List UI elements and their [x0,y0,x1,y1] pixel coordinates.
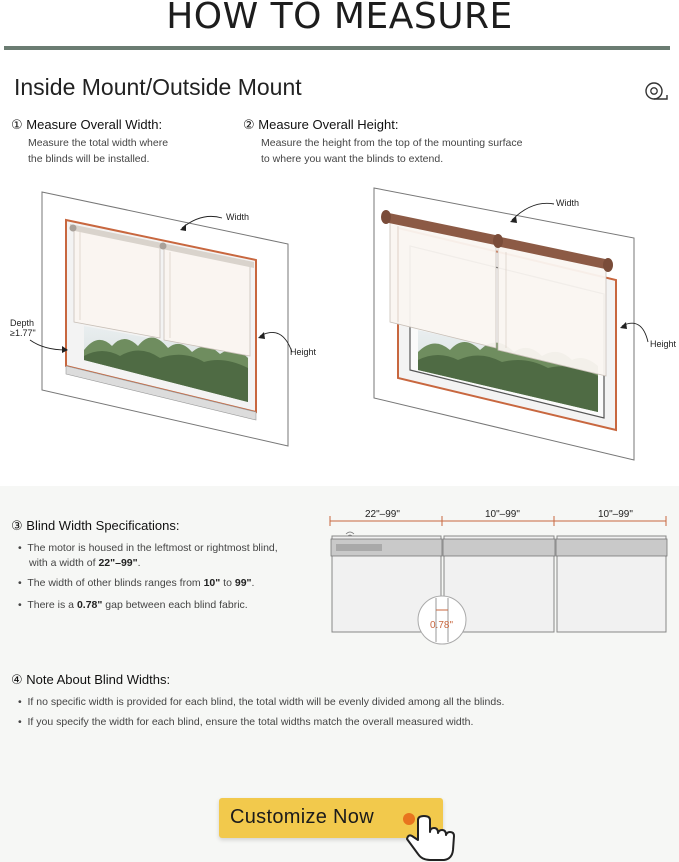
note-text: If no specific width is provided for eac… [27,696,505,708]
hand-cursor-icon [403,813,455,861]
step-2-number: ② [243,117,255,132]
outside-mount-diagram [373,187,649,461]
spec-bullet: • The motor is housed in the leftmost or… [18,542,278,554]
width-specs-title: Blind Width Specifications: [26,518,180,533]
step-1-heading: ① Measure Overall Width: [11,117,162,133]
gap-label: 0.78" [430,620,454,631]
spec-value: 0.78" [76,599,103,611]
depth-label: Depth [10,318,35,328]
step-2-line: to where you want the blinds to extend. [261,152,444,165]
spec-text: to [220,577,235,589]
outside-width-label: Width [556,198,580,208]
step-2-title: Measure Overall Height: [258,117,399,132]
inside-height-label: Height [290,347,317,357]
range-label-1: 22"–99" [365,509,400,520]
step-1-line: the blinds will be installed. [28,152,150,165]
spec-text: The motor is housed in the leftmost or r… [27,542,278,554]
tape-measure-icon [645,82,668,100]
page-title: HOW TO MEASURE [166,0,513,37]
spec-text: . [251,577,255,589]
range-label-2: 10"–99" [485,509,520,520]
step-3-number: ③ [11,518,23,533]
inside-mount-diagram [29,191,293,447]
spec-text: with a width of [29,557,99,569]
depth-value: ≥1.77" [10,328,36,338]
section-title: Inside Mount/Outside Mount [14,74,302,100]
step-1-number: ① [11,117,23,132]
spec-bullet-continuation: with a width of 22"–99". [29,557,141,569]
step-2-line: Measure the height from the top of the m… [261,137,523,149]
step-1-body: Measure the total width where the blinds… [28,136,168,167]
spec-value: 99" [234,577,252,589]
blind-width-diagram [329,516,668,645]
step-1-title: Measure Overall Width: [26,117,163,132]
spec-text: . [137,557,141,569]
spec-bullet: • The width of other blinds ranges from … [18,577,255,589]
inside-width-label: Width [226,212,250,222]
note-bullet: • If you specify the width for each blin… [18,716,474,728]
step-1-line: Measure the total width where [28,137,169,149]
note-text: If you specify the width for each blind,… [27,716,474,728]
outside-height-label: Height [650,339,677,349]
spec-value: 10" [203,577,221,589]
customize-now-label: Customize Now [230,806,374,828]
note-bullet: • If no specific width is provided for e… [18,696,505,708]
notes-title: Note About Blind Widths: [26,672,171,687]
spec-text: gap between each blind fabric. [102,599,248,611]
spec-text: The width of other blinds ranges from [27,577,204,589]
width-specs-heading: ③ Blind Width Specifications: [11,518,179,534]
step-2-body: Measure the height from the top of the m… [261,136,523,167]
spec-text: There is a [27,599,77,611]
range-label-3: 10"–99" [598,509,633,520]
step-2-heading: ② Measure Overall Height: [243,117,398,133]
spec-value: 22"–99" [98,557,138,569]
spec-bullet: • There is a 0.78" gap between each blin… [18,599,248,611]
header-divider [4,46,670,50]
notes-heading: ④ Note About Blind Widths: [11,672,170,688]
step-4-number: ④ [11,672,23,687]
